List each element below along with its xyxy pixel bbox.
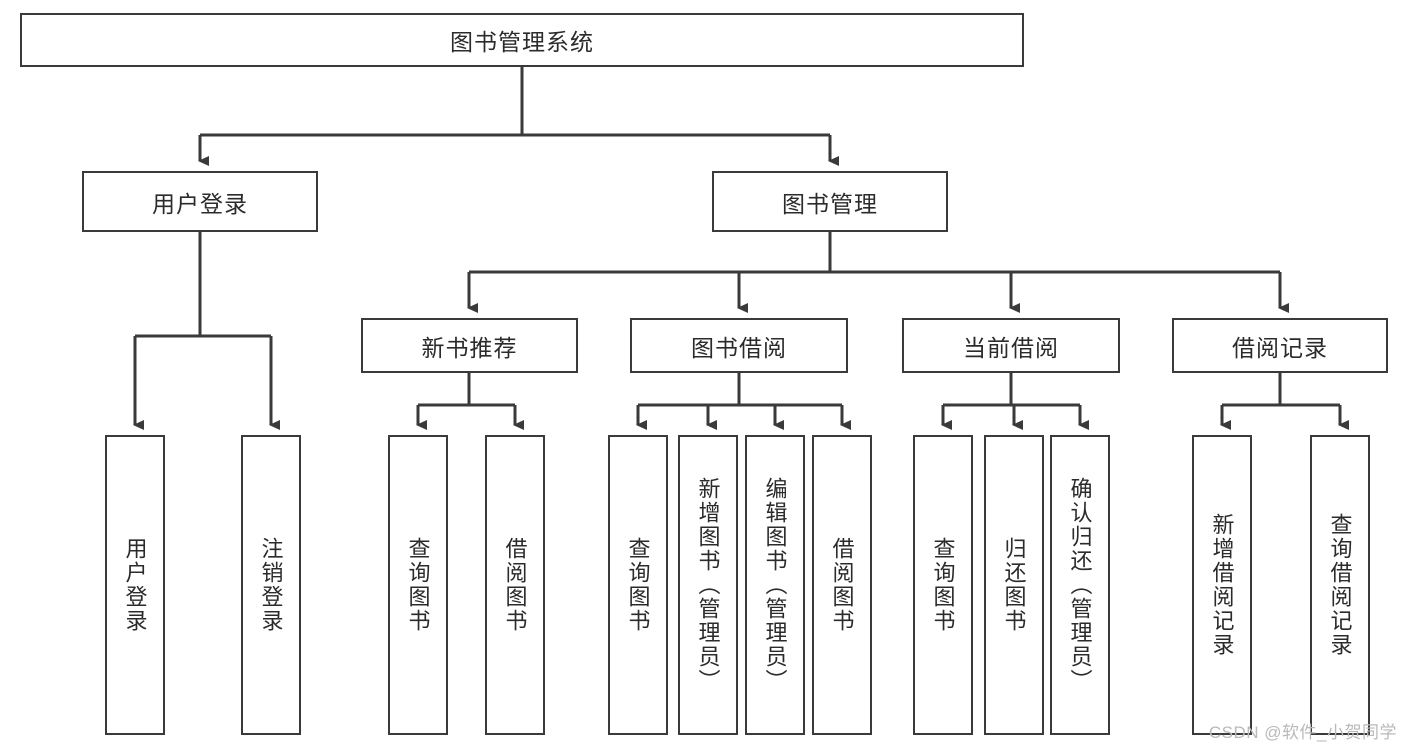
- node-root[interactable]: 图书管理系统: [20, 13, 1024, 67]
- node-leaf-borrow-book-1-label: 借阅图书: [502, 537, 528, 633]
- node-leaf-confirm-return[interactable]: 确认归还（管理员）: [1050, 435, 1110, 735]
- node-leaf-add-book-label: 新增图书（管理员）: [695, 477, 721, 693]
- node-current-borrow[interactable]: 当前借阅: [902, 318, 1120, 373]
- node-leaf-query-borrow-record-label: 查询借阅记录: [1327, 513, 1353, 657]
- node-user-login-label: 用户登录: [152, 190, 248, 217]
- node-new-book-recommend[interactable]: 新书推荐: [361, 318, 578, 373]
- node-user-login[interactable]: 用户登录: [82, 171, 318, 232]
- node-leaf-query-book-3[interactable]: 查询图书: [913, 435, 973, 735]
- node-leaf-add-book[interactable]: 新增图书（管理员）: [678, 435, 738, 735]
- watermark: CSDN @软件_小贺同学: [1208, 723, 1397, 742]
- node-leaf-query-book-2[interactable]: 查询图书: [608, 435, 668, 735]
- node-borrow-record[interactable]: 借阅记录: [1172, 318, 1388, 373]
- node-leaf-borrow-book-2-label: 借阅图书: [829, 537, 855, 633]
- node-leaf-add-borrow-record[interactable]: 新增借阅记录: [1192, 435, 1252, 735]
- node-leaf-return-book-label: 归还图书: [1001, 537, 1027, 633]
- node-leaf-query-book-2-label: 查询图书: [625, 537, 651, 633]
- node-new-book-recommend-label: 新书推荐: [421, 334, 518, 361]
- node-leaf-query-book-3-label: 查询图书: [930, 537, 956, 633]
- node-root-label: 图书管理系统: [450, 29, 594, 55]
- node-leaf-return-book[interactable]: 归还图书: [984, 435, 1044, 735]
- node-leaf-query-borrow-record[interactable]: 查询借阅记录: [1310, 435, 1370, 735]
- node-leaf-borrow-book-2[interactable]: 借阅图书: [812, 435, 872, 735]
- node-leaf-add-borrow-record-label: 新增借阅记录: [1209, 513, 1235, 657]
- node-leaf-edit-book[interactable]: 编辑图书（管理员）: [745, 435, 805, 735]
- node-book-manage-label: 图书管理: [782, 190, 878, 217]
- node-book-manage[interactable]: 图书管理: [712, 171, 948, 232]
- node-leaf-edit-book-label: 编辑图书（管理员）: [762, 477, 788, 693]
- node-book-borrow[interactable]: 图书借阅: [630, 318, 848, 373]
- node-leaf-confirm-return-label: 确认归还（管理员）: [1067, 477, 1093, 693]
- node-borrow-record-label: 借阅记录: [1232, 334, 1328, 361]
- node-leaf-query-book-1[interactable]: 查询图书: [388, 435, 448, 735]
- node-leaf-user-login[interactable]: 用户登录: [105, 435, 165, 735]
- node-leaf-borrow-book-1[interactable]: 借阅图书: [485, 435, 545, 735]
- node-leaf-user-login-label: 用户登录: [122, 537, 148, 633]
- node-leaf-logout-label: 注销登录: [258, 537, 284, 633]
- node-book-borrow-label: 图书借阅: [691, 334, 787, 361]
- node-leaf-logout[interactable]: 注销登录: [241, 435, 301, 735]
- node-current-borrow-label: 当前借阅: [963, 334, 1059, 361]
- node-leaf-query-book-1-label: 查询图书: [405, 537, 431, 633]
